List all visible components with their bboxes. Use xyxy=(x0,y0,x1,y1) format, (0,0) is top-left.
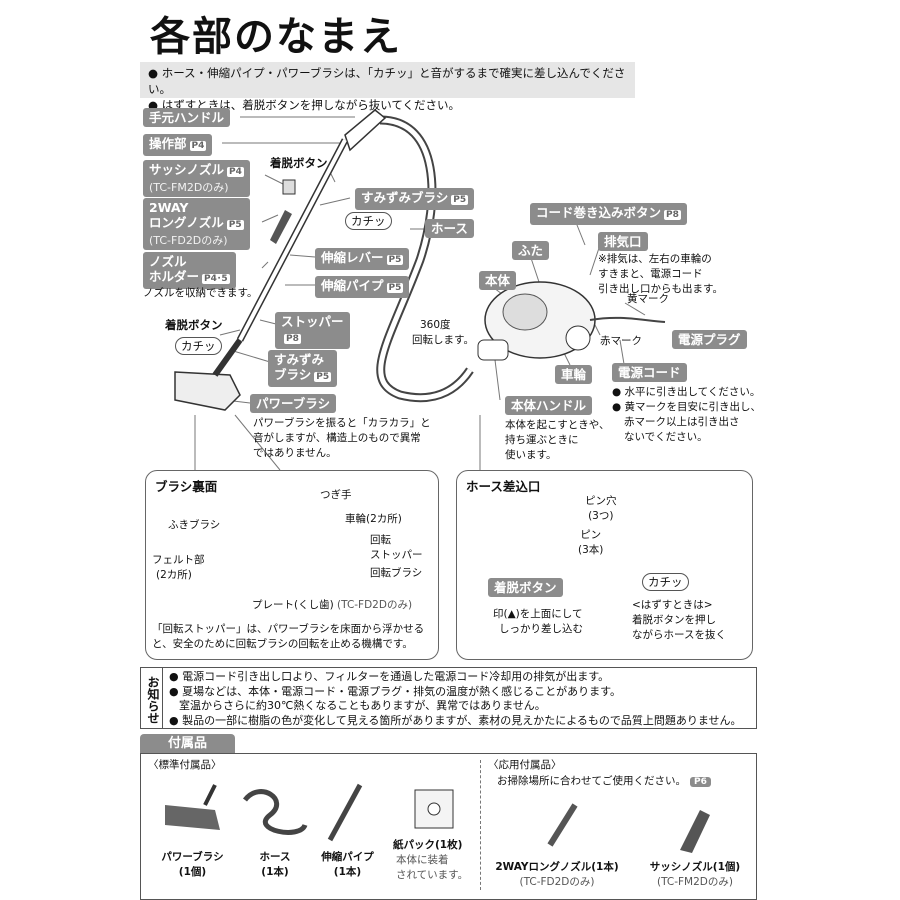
label-body: 本体 xyxy=(479,271,516,290)
optional-note: お掃除場所に合わせてご使用ください。P6 xyxy=(497,774,711,790)
accessory-paper-pack: 紙パック(1枚) 本体に装着 されています。 xyxy=(393,838,468,883)
click-bubble-left: カチッ xyxy=(175,337,222,355)
accessories-divider xyxy=(480,760,481,890)
attach-notes: ● ホース・伸縮パイプ・パワーブラシは、「カチッ」と音がするまで確実に差し込んで… xyxy=(140,62,635,98)
exhaust-note: ※排気は、左右の車輪の すきまと、電源コード 引き出し口からも出ます。 xyxy=(598,252,723,297)
rotation-stopper-note: 「回転ストッパー」は、パワーブラシを床面から浮かせる と、安全のために回転ブラシ… xyxy=(152,622,424,652)
label-yellow-mark: 黄マーク xyxy=(627,292,669,307)
page-title: 各部のなまえ xyxy=(150,4,402,62)
nozzle-holder-note: ノズルを収納できます。 xyxy=(143,286,257,301)
label-power-cord: 電源コード xyxy=(612,363,687,382)
label-exhaust: 排気口 xyxy=(598,232,648,251)
notice-item: 室温からさらに約30℃熱くなることもありますが、異常ではありません。 xyxy=(169,699,742,714)
remove-note: <はずすときは> 着脱ボタンを押し ながらホースを抜く xyxy=(632,598,726,643)
accessory-two-way-nozzle: 2WAYロングノズル(1本) (TC-FD2Dのみ) xyxy=(492,860,622,890)
label-hand-handle: 手元ハンドル xyxy=(143,108,230,127)
standard-accessories-title: 〈標準付属品〉 xyxy=(148,758,222,773)
brush-box-title: ブラシ裏面 xyxy=(155,476,217,495)
accessory-telescopic-pipe: 伸縮パイプ (1本) xyxy=(315,850,380,880)
notice-item: ● 製品の一部に樹脂の色が変化して見える箇所がありますが、素材の見えかたによるも… xyxy=(169,714,742,729)
label-wheel: 車輪 xyxy=(555,365,592,384)
label-rotation-stopper: 回転 ストッパー xyxy=(370,533,423,563)
notice-item: ● 夏場などは、本体・電源コード・電源プラグ・排気の温度が熱く感じることがありま… xyxy=(169,685,742,700)
note-line: ● ホース・伸縮パイプ・パワーブラシは、「カチッ」と音がするまで確実に差し込んで… xyxy=(148,65,635,97)
label-brush-wheels: 車輪(2カ所) xyxy=(345,512,402,527)
accessories-title: 付属品 xyxy=(140,734,235,754)
notice-item: ● 電源コード引き出し口より、フィルターを通過した電源コード冷却用の排気が出ます… xyxy=(169,670,742,685)
label-plate: プレート(くし歯) (TC-FD2Dのみ) xyxy=(252,598,412,613)
accessory-hose: ホース (1本) xyxy=(245,850,305,880)
label-felt: フェルト部 (2カ所) xyxy=(152,553,205,583)
hose-box-title: ホース差込口 xyxy=(466,476,540,495)
label-release-button-left: 着脱ボタン xyxy=(165,317,223,333)
notice-list: ● 電源コード引き出し口より、フィルターを通過した電源コード冷却用の排気が出ます… xyxy=(169,670,742,728)
click-bubble-hose: カチッ xyxy=(642,573,689,591)
power-brush-note: パワーブラシを振ると「カラカラ」と 音がしますが、構造上のもので異常 ではありま… xyxy=(253,416,431,461)
label-power-brush: パワーブラシ xyxy=(250,394,336,413)
optional-accessories-title: 〈応用付属品〉 xyxy=(488,758,562,773)
label-body-handle: 本体ハンドル xyxy=(505,396,592,415)
label-hose-release-button: 着脱ボタン xyxy=(488,578,563,597)
label-hose: ホース xyxy=(425,219,474,238)
label-release-button-top: 着脱ボタン xyxy=(270,155,328,171)
accessory-sash-nozzle: サッシノズル(1個) (TC-FM2Dのみ) xyxy=(640,860,750,890)
insert-note: 印(▲)を上面にして しっかり差し込む xyxy=(493,607,583,637)
accessory-power-brush: パワーブラシ (1個) xyxy=(155,850,230,880)
notice-box: お知らせ ● 電源コード引き出し口より、フィルターを通過した電源コード冷却用の排… xyxy=(140,667,757,729)
label-pin-hole: ピン穴 (3つ) xyxy=(585,494,617,524)
rotate-note: 360度 回転します。 xyxy=(412,318,474,348)
label-rotary-brush: 回転ブラシ xyxy=(370,566,422,581)
label-wipe-brush: ふきブラシ xyxy=(168,518,220,533)
label-lid: ふた xyxy=(512,241,549,260)
label-joint: つぎ手 xyxy=(320,488,352,503)
label-pin: ピン (3本) xyxy=(578,528,603,558)
notice-tag: お知らせ xyxy=(141,668,163,728)
label-red-mark: 赤マーク xyxy=(600,334,642,349)
body-handle-note: 本体を起こすときや、 持ち運ぶときに 使います。 xyxy=(505,418,609,463)
cord-note: ● 水平に引き出してください。 ● 黄マークを目安に引き出し、 赤マーク以上は引… xyxy=(612,385,761,445)
label-plug: 電源プラグ xyxy=(672,330,747,349)
click-bubble: カチッ xyxy=(345,212,392,230)
